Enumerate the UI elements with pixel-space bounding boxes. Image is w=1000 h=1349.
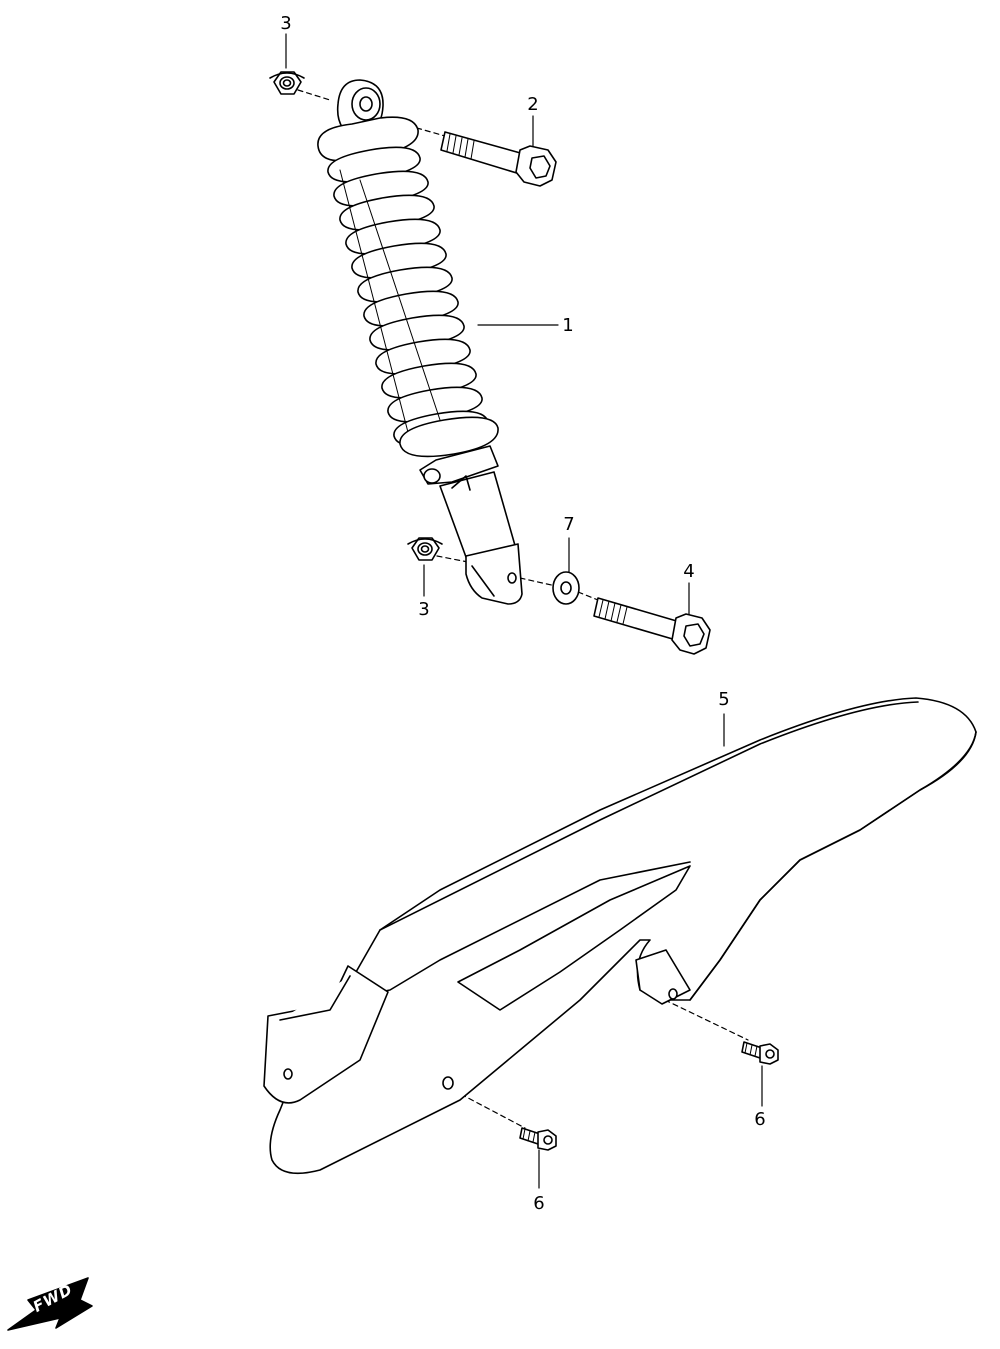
nut-bottom xyxy=(407,537,443,561)
callout-6-left: 6 xyxy=(533,1193,545,1214)
screw-left xyxy=(519,1127,557,1151)
callout-1: 1 xyxy=(562,315,574,336)
washer xyxy=(552,571,580,605)
nut-top xyxy=(269,71,305,95)
callout-4: 4 xyxy=(683,561,695,582)
callout-5: 5 xyxy=(718,689,730,710)
spring-coils xyxy=(327,146,489,447)
callout-3-top: 3 xyxy=(280,13,292,34)
forward-arrow-icon xyxy=(7,1277,93,1331)
callout-2: 2 xyxy=(527,94,539,115)
chain-guard xyxy=(263,697,977,1175)
callout-3-bottom: 3 xyxy=(418,599,430,620)
screw-right xyxy=(741,1041,779,1065)
bolt-lower xyxy=(593,597,711,655)
leader-lines xyxy=(285,33,763,1189)
shock-absorber xyxy=(317,79,523,605)
bolt-upper xyxy=(440,131,557,187)
callout-6-right: 6 xyxy=(754,1109,766,1130)
callout-7: 7 xyxy=(563,514,575,535)
